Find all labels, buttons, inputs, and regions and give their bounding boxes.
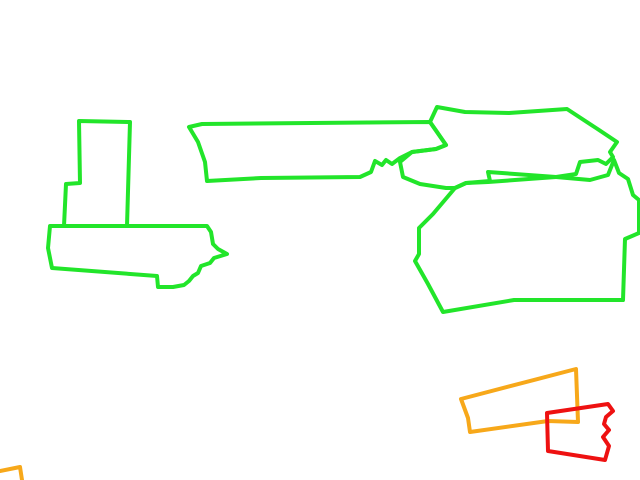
- region-southeast-orange[interactable]: [459, 367, 580, 434]
- region-lower-west[interactable]: [46, 224, 229, 289]
- region-northeast[interactable]: [398, 105, 619, 190]
- region-southeast-red[interactable]: [545, 402, 615, 462]
- region-east-large[interactable]: [413, 158, 640, 314]
- region-southwest-edge[interactable]: [0, 465, 24, 480]
- region-wide-central[interactable]: [187, 120, 448, 183]
- region-tall-west[interactable]: [62, 119, 132, 228]
